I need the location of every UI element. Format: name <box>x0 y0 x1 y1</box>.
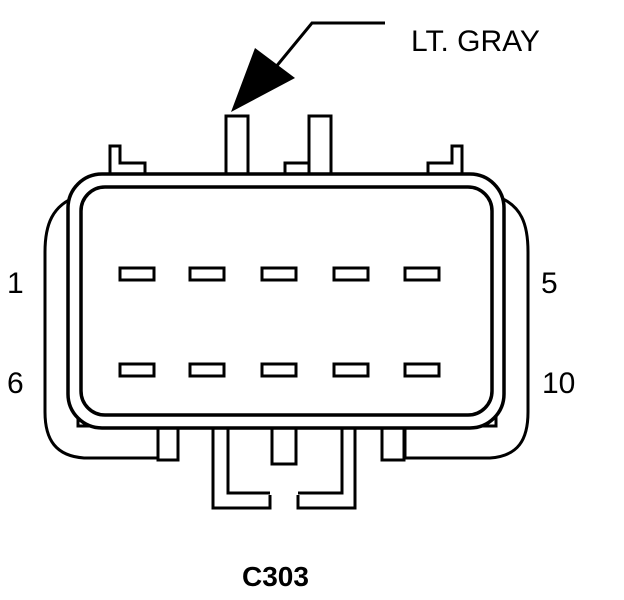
bottom-lock-left-outer <box>211 426 272 510</box>
color-leader <box>231 21 385 112</box>
cavity-8 <box>260 362 298 378</box>
cavity-10 <box>403 362 441 378</box>
pin-cavities <box>118 266 441 378</box>
top-center-clip <box>283 161 309 175</box>
cavity-2 <box>188 266 226 282</box>
pin-label-6: 6 <box>7 367 24 400</box>
top-post <box>307 114 333 178</box>
leader-line <box>273 21 385 69</box>
cavity-3 <box>260 266 298 282</box>
bottom-terminals <box>156 424 406 510</box>
bottom-lock-right-inner <box>298 426 344 495</box>
cavity-5 <box>403 266 441 282</box>
cavity-6 <box>118 362 156 378</box>
bottom-lock-right-outer <box>296 426 357 510</box>
body-inner <box>79 185 494 417</box>
top-terminals <box>108 114 464 178</box>
bottom-lock-left-inner <box>226 426 270 495</box>
cavity-1 <box>118 266 156 282</box>
bottom-tab-right <box>380 424 406 462</box>
cavity-4 <box>332 266 370 282</box>
top-left-clip <box>108 144 147 175</box>
pin-label-10: 10 <box>542 367 576 400</box>
connector-body <box>66 172 506 430</box>
leader-arrowhead <box>231 48 295 112</box>
connector-id-label: C303 <box>242 561 309 592</box>
bottom-center-post <box>270 424 298 466</box>
cavity-7 <box>188 362 226 378</box>
pin-label-5: 5 <box>541 267 558 300</box>
top-post-gray <box>224 114 250 178</box>
bottom-tab-left <box>156 424 180 462</box>
wire-color-label: LT. GRAY <box>411 25 540 58</box>
top-right-clip <box>426 144 464 175</box>
cavity-9 <box>332 362 370 378</box>
pin-label-1: 1 <box>7 267 24 300</box>
